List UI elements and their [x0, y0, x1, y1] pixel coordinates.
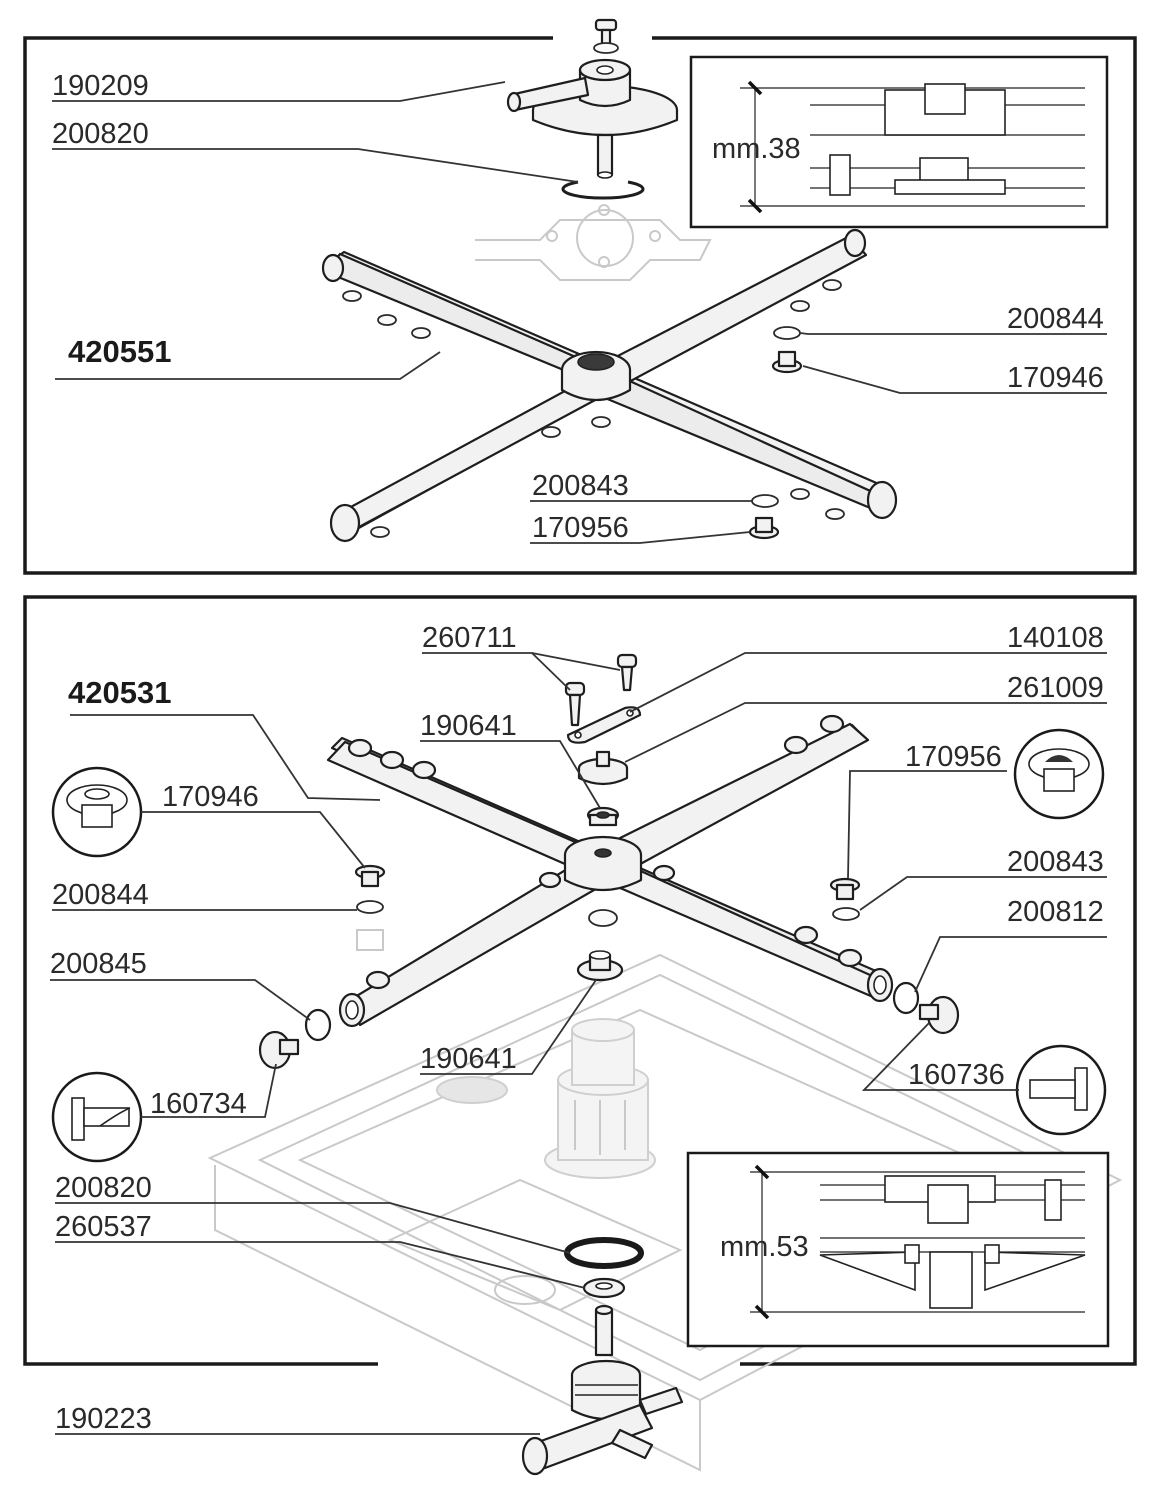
top-inset-detail: mm.38 [689, 55, 1109, 229]
pump-housing-icon [544, 1018, 656, 1179]
bottom-panel: mm.53 260711 140108 261009 420531 190641… [23, 595, 1137, 1472]
label-190209: 190209 [52, 70, 149, 102]
manifold-icon [521, 1304, 684, 1476]
right-nozzle-icon [829, 877, 861, 921]
top-spray-arm-icon [321, 228, 898, 543]
gear-icon [577, 750, 629, 786]
plate-icon [566, 706, 642, 744]
label-170956-top: 170956 [532, 512, 629, 544]
label-200820-top: 200820 [52, 118, 149, 150]
detail-circle-nozzle-left [51, 766, 143, 858]
top-panel: mm.38 190209 200820 420551 200844 170946… [23, 18, 1137, 575]
bottom-assembly-code: 420531 [68, 675, 171, 710]
bottom-inset-dimension-label: mm.53 [720, 1231, 809, 1263]
screws-icon [564, 653, 638, 727]
label-260711: 260711 [422, 622, 517, 654]
top-nut-icon [586, 806, 620, 827]
label-261009: 261009 [1007, 672, 1104, 704]
bottom-nut-icon [576, 950, 624, 982]
top-screw-icon [593, 18, 619, 54]
label-200843-bottom: 200843 [1007, 846, 1104, 878]
bottom-panel-frame [23, 595, 1137, 1366]
label-160736: 160736 [908, 1059, 1005, 1091]
manifold-group: 190223 [55, 1304, 684, 1476]
label-200844-top: 200844 [1007, 303, 1104, 335]
label-170946-top: 170946 [1007, 362, 1104, 394]
top-bottom-nozzle-icon [748, 494, 780, 540]
label-140108: 140108 [1007, 622, 1104, 654]
label-160734: 160734 [150, 1088, 247, 1120]
label-190641-top: 190641 [420, 710, 517, 742]
label-200820-bottom: 200820 [55, 1172, 152, 1204]
detail-circle-endcap-right [1015, 1044, 1107, 1136]
right-end-cap-icon [892, 981, 960, 1035]
base-oring-icon [564, 1237, 644, 1269]
ghost-gasket [475, 204, 712, 281]
label-190641-bottom: 190641 [420, 1043, 517, 1075]
top-hub-icon [506, 58, 679, 179]
label-190223: 190223 [55, 1403, 152, 1435]
bottom-inset-detail: mm.53 [686, 1151, 1110, 1348]
detail-circle-endcap-left [51, 1071, 143, 1163]
label-200843-top: 200843 [532, 470, 629, 502]
label-170956-bottom: 170956 [905, 741, 1002, 773]
label-200844-bottom: 200844 [52, 879, 149, 911]
base-washer-icon [582, 1277, 626, 1299]
detail-circle-nozzle-right [1013, 728, 1105, 820]
top-oring-icon [561, 180, 645, 200]
bottom-spray-arm-icon [326, 714, 894, 1028]
top-panel-frame [23, 36, 1137, 575]
top-assembly-code: 420551 [68, 334, 171, 369]
label-200845: 200845 [50, 948, 147, 980]
left-end-cap-icon [258, 1008, 332, 1070]
label-260537: 260537 [55, 1211, 152, 1243]
label-170946-bottom: 170946 [162, 781, 259, 813]
top-right-nozzle-icon [771, 326, 803, 374]
top-inset-dimension-label: mm.38 [712, 133, 801, 165]
left-nozzle-icon [354, 864, 386, 951]
label-200812: 200812 [1007, 896, 1104, 928]
